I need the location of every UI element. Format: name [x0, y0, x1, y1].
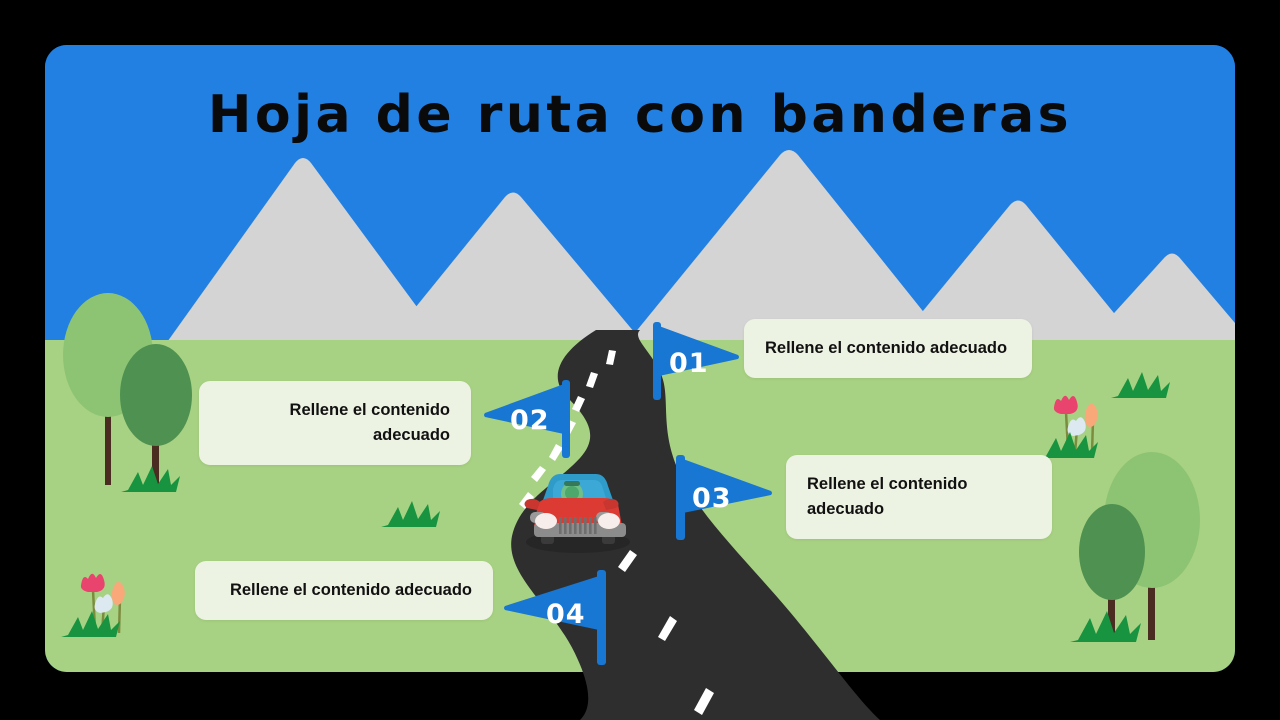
- milestone-flag-01[interactable]: 01: [645, 322, 740, 400]
- mountain-range: [45, 45, 1235, 345]
- milestone-card-03[interactable]: Rellene el contenido adecuado: [786, 455, 1052, 540]
- flag-number-01: 01: [669, 348, 709, 379]
- milestone-flag-02[interactable]: 02: [483, 380, 578, 458]
- flag-number-02: 02: [510, 405, 550, 436]
- milestone-card-02[interactable]: Rellene el contenido adecuado: [199, 381, 471, 466]
- page-title: Hoja de ruta con banderas: [207, 85, 1073, 145]
- milestone-card-01[interactable]: Rellene el contenido adecuado: [744, 319, 1032, 379]
- flag-number-04: 04: [546, 599, 586, 630]
- milestone-card-04[interactable]: Rellene el contenido adecuado: [195, 561, 493, 621]
- milestone-flag-03[interactable]: 03: [668, 455, 773, 540]
- flag-number-03: 03: [692, 483, 732, 514]
- milestone-flag-04[interactable]: 04: [503, 570, 613, 665]
